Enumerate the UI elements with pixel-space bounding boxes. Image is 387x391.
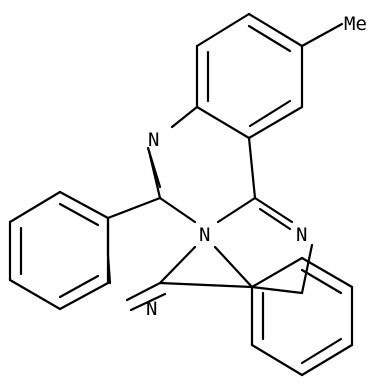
bond [250, 343, 304, 377]
central-ring-system [106, 105, 314, 312]
bond [8, 190, 62, 224]
top-benzene-ring [195, 12, 304, 140]
nitrogen-bottom-label: N [146, 298, 157, 320]
methyl-bond [300, 22, 344, 48]
bond [58, 281, 110, 311]
bond [158, 245, 197, 285]
bond [300, 256, 354, 289]
double-bond-inner [258, 207, 292, 231]
bond [247, 12, 304, 48]
methyl-label: Me [344, 13, 367, 35]
double-bond-inner [58, 202, 100, 227]
bond [213, 245, 254, 289]
double-bond-inner [146, 146, 162, 189]
bond [170, 105, 199, 129]
bond [253, 196, 294, 224]
double-bond-inner [247, 24, 292, 53]
double-bond-inner [248, 99, 292, 128]
nitrogen-center-label: N [199, 224, 210, 246]
bond [195, 12, 251, 48]
bottom-benzene-ring [250, 256, 354, 377]
double-bond-inner [129, 292, 167, 312]
bond [195, 105, 251, 140]
double-bond-inner [58, 274, 100, 299]
bond [8, 278, 62, 311]
left-benzene-ring [8, 190, 110, 311]
bond [250, 285, 304, 295]
double-bond-inner [300, 268, 343, 295]
double-bond-inner [300, 337, 343, 365]
bond [158, 196, 197, 224]
bond [125, 281, 162, 302]
nitrogen-top-label: N [148, 129, 159, 151]
bond [216, 196, 257, 224]
bond [106, 196, 162, 220]
bond [300, 243, 314, 295]
bond [300, 343, 354, 377]
bond [158, 281, 254, 289]
bond [58, 190, 110, 220]
nitrogen-right-label: N [296, 224, 307, 246]
bond [247, 105, 304, 140]
bond [247, 136, 257, 200]
bond [250, 256, 304, 289]
